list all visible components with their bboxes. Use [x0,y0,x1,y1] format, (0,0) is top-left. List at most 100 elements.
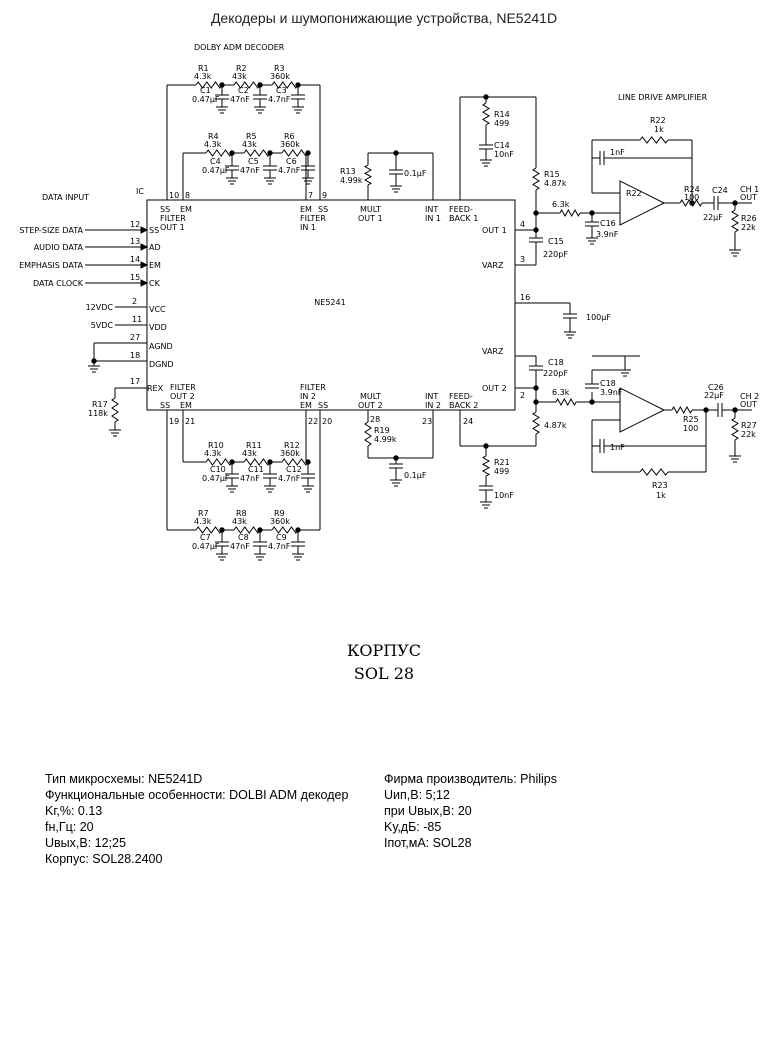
pin-number: 17 [130,377,140,386]
resistor-symbol [271,81,299,89]
pin-number: 20 [322,417,332,426]
component-value: 0.1µF [404,169,427,178]
component-value: 47nF [230,95,250,104]
pin-number: 19 [169,417,179,426]
resistor-symbol [195,526,223,534]
pin-name: SS [160,205,170,214]
pin-name: FILTER [160,214,186,223]
component-value: 22k [741,430,756,439]
pin-number: 27 [130,333,140,342]
component-value: 10nF [494,491,514,500]
pin-number: 9 [322,191,327,200]
component-value: 4.3k [194,72,212,81]
pin-name: IN 1 [300,223,316,232]
component-value: 118k [88,409,108,418]
spec-line: fн,Гц: 20 [45,820,94,834]
pin-name: SS [318,205,328,214]
component-label: R26 [741,214,757,223]
input-label: DATA CLOCK [33,279,84,288]
pin-number: 8 [185,191,190,200]
resistor-symbol [233,81,261,89]
pin-name: OUT 1 [358,214,383,223]
arrow-icon [140,243,149,251]
input-label: STEP-SIZE DATA [19,226,83,235]
component-value: 220pF [543,369,568,378]
pin-name: DGND [149,360,174,369]
pin-name: VARZ [482,261,504,270]
pin-number: 3 [520,255,525,264]
pin-name: SS [160,401,170,410]
pin-name: SS [318,401,328,410]
spec-line: Фирма производитель: Philips [384,772,557,786]
pin-number: 18 [130,351,140,360]
component-label: R3 [274,64,285,73]
component-label: R9 [274,509,285,518]
component-value: 4.3k [194,517,212,526]
pin-number: 11 [132,315,142,324]
pin-name: OUT 1 [482,226,507,235]
component-value: 1nF [610,443,625,452]
resistor-symbol [555,397,577,407]
pin-name: AGND [149,342,173,351]
pin-name: BACK 1 [449,214,478,223]
component-label: R12 [284,441,300,450]
component-value: 360k [270,517,290,526]
pin-name: FILTER [170,383,196,392]
spec-line: Kу,дБ: -85 [384,820,442,834]
component-value: 220pF [543,250,568,259]
output-label: OUT [740,400,757,409]
component-value: 499 [494,467,509,476]
input-label: AUDIO DATA [34,243,84,252]
component-value: 1k [654,125,664,134]
input-label: EMPHASIS DATA [19,261,83,270]
component-label: C18 [600,379,616,388]
component-label: R10 [208,441,224,450]
spec-line: Uип,B: 5;12 [384,788,450,802]
component-label: C2 [238,86,249,95]
resistor-symbol [195,81,223,89]
component-label: C11 [248,465,264,474]
pin-name: IN 2 [425,401,441,410]
spec-line: при Uвых,B: 20 [384,804,472,818]
pin-number: 16 [520,293,530,302]
component-label: C10 [210,465,226,474]
resistor-symbol [205,149,233,157]
component-label: R23 [652,481,668,490]
pin-name: INT [425,392,438,401]
pin-name: MULT [360,392,381,401]
arrow-icon [140,226,149,234]
pin-name: AD [149,243,161,252]
component-label: C15 [548,237,564,246]
component-label: R17 [92,400,108,409]
resistor-symbol [679,199,703,207]
op-amp-symbol [619,387,666,433]
pin-name: OUT 2 [170,392,195,401]
component-value: 4.7nF [268,542,291,551]
ne5241-chip [146,199,516,411]
component-label: C1 [200,86,211,95]
component-label: C6 [286,157,297,166]
pin-number: 2 [132,297,137,306]
chip-label: NE5241 [314,298,345,307]
component-label: R25 [683,415,699,424]
component-value: 1nF [610,148,625,157]
component-label: C3 [276,86,287,95]
resistor-symbol [363,164,373,186]
component-label: R13 [340,167,356,176]
component-label: R27 [741,421,757,430]
pin-number: 24 [463,417,473,426]
pin-name: BACK 2 [449,401,478,410]
component-value: 10nF [494,150,514,159]
pin-number: 4 [520,220,525,229]
component-value: 43k [242,449,257,458]
line-driver-heading: LINE DRIVE AMPLIFIER [618,93,708,102]
component-label: R15 [544,170,560,179]
component-label: R24 [684,185,700,194]
component-value: 4.7nF [268,95,291,104]
pin-number: 28 [370,415,380,424]
component-value: 47nF [240,166,260,175]
component-label: R19 [374,426,390,435]
pin-number: 21 [185,417,195,426]
arrow-icon [140,279,149,287]
